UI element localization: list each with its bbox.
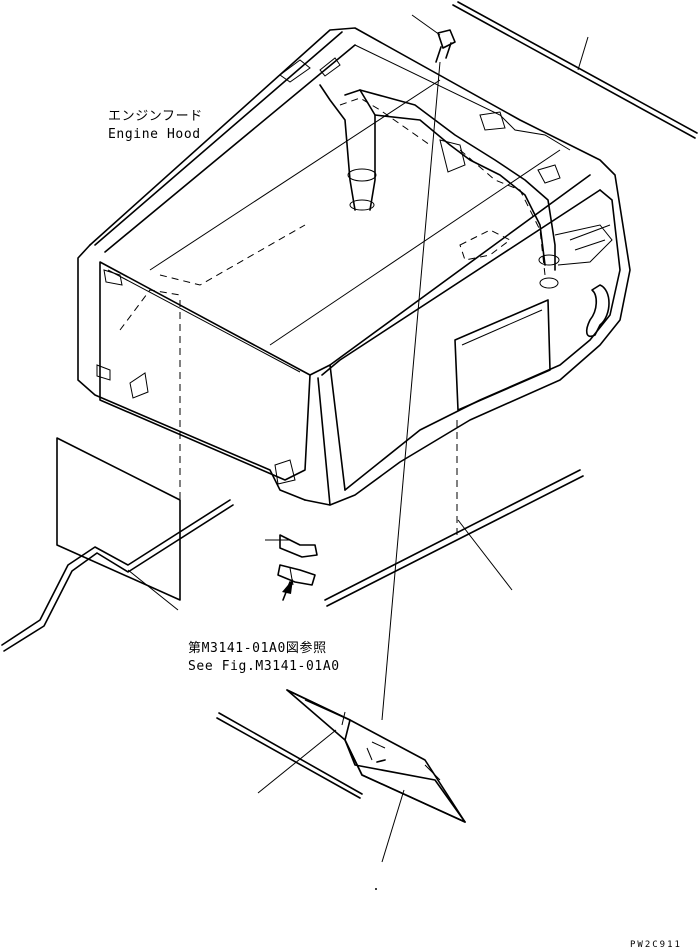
reference-label-en: See Fig.M3141-01A0 — [188, 659, 340, 674]
engine-hood-label: エンジンフード Engine Hood — [108, 109, 203, 142]
drawing-code: PW2C911 — [630, 940, 682, 950]
bolt — [381, 14, 456, 721]
engine-hood — [77, 27, 631, 506]
cover-plate — [286, 689, 466, 863]
engine-hood-label-jp: エンジンフード — [108, 109, 203, 124]
bracket-pair — [265, 534, 318, 601]
pipe-assembly — [319, 84, 613, 289]
seal-strip-right — [324, 469, 584, 607]
insulation-sheet — [56, 437, 181, 601]
engine-hood-label-en: Engine Hood — [108, 127, 201, 142]
bent-seal-left — [1, 499, 234, 652]
reference-label: 第M3141-01A0図参照 See Fig.M3141-01A0 — [188, 640, 340, 674]
reference-label-jp: 第M3141-01A0図参照 — [188, 640, 327, 656]
hidden-lines — [119, 97, 546, 540]
seal-strip-bottom — [216, 712, 363, 799]
seal-strip-top — [452, 1, 698, 139]
